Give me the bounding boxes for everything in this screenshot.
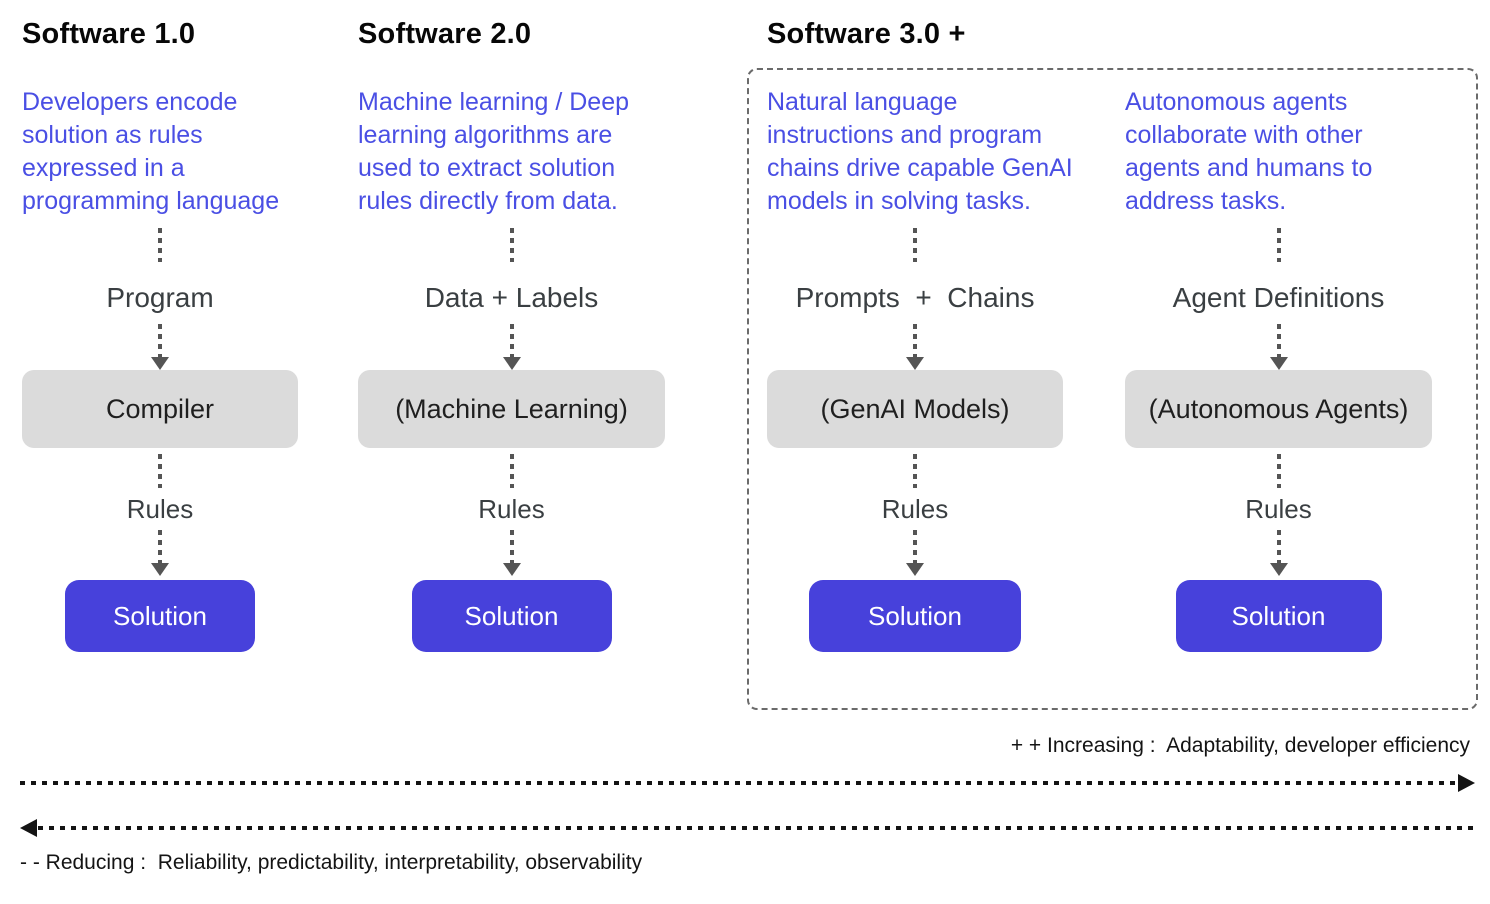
processor-box: Compiler — [22, 370, 298, 448]
reducing-axis-line — [38, 826, 1478, 830]
software-3-title: Software 3.0 + — [767, 18, 966, 50]
dotted-connector — [509, 454, 514, 488]
right-arrow-icon — [1458, 774, 1475, 792]
dotted-connector — [509, 228, 514, 262]
software-1-title: Software 1.0 — [22, 18, 196, 50]
software-3-agents-column: Autonomous agents collaborate with other… — [1125, 18, 1432, 652]
dotted-line — [1276, 530, 1281, 564]
dotted-connector — [1276, 454, 1281, 488]
dotted-connector — [1276, 228, 1281, 262]
rules-label: Rules — [1245, 493, 1312, 524]
software-3-genai-column: Software 3.0 + Natural language instruct… — [767, 18, 1073, 652]
down-arrow-icon — [502, 357, 521, 370]
reducing-axis-label: - - Reducing : Reliability, predictabili… — [20, 851, 643, 874]
dotted-line — [509, 530, 514, 564]
processor-box: (Autonomous Agents) — [1125, 370, 1432, 448]
dotted-connector — [913, 228, 917, 262]
down-arrow-connector — [1269, 324, 1288, 370]
processor-box: (Machine Learning) — [358, 370, 665, 448]
dotted-connector — [158, 454, 162, 488]
software-2-title: Software 2.0 — [358, 18, 532, 50]
rules-label: Rules — [881, 493, 949, 524]
down-arrow-connector — [906, 324, 924, 370]
solution-box: Solution — [1175, 580, 1382, 652]
down-arrow-connector — [1269, 530, 1288, 576]
dotted-connector — [913, 454, 917, 488]
down-arrow-icon — [1269, 357, 1288, 370]
input-label: Prompts + Chains — [795, 282, 1035, 313]
dotted-line — [913, 530, 917, 564]
down-arrow-icon — [1269, 563, 1288, 576]
dotted-line — [1276, 324, 1281, 358]
software-1-description: Developers encode solution as rules expr… — [22, 88, 280, 215]
increasing-axis-label: + + Increasing : Adaptability, developer… — [1010, 734, 1470, 757]
software-3-description: Natural language instructions and progra… — [767, 88, 1073, 215]
software-2-column: Software 2.0 Machine learning / Deep lea… — [358, 18, 665, 652]
down-arrow-connector — [151, 324, 169, 370]
down-arrow-icon — [502, 563, 521, 576]
down-arrow-icon — [906, 357, 924, 370]
down-arrow-icon — [151, 563, 169, 576]
down-arrow-connector — [502, 324, 521, 370]
input-label: Data + Labels — [424, 282, 599, 313]
dotted-connector — [158, 228, 162, 262]
down-arrow-icon — [906, 563, 924, 576]
software-3-container — [747, 68, 1478, 710]
solution-box: Solution — [809, 580, 1021, 652]
dotted-line — [158, 530, 162, 564]
processor-box: (GenAI Models) — [767, 370, 1063, 448]
increasing-axis-line — [20, 781, 1458, 785]
down-arrow-connector — [151, 530, 169, 576]
rules-label: Rules — [478, 493, 545, 524]
down-arrow-connector — [906, 530, 924, 576]
software-2-description: Machine learning / Deep learning algorit… — [358, 88, 629, 215]
left-arrow-icon — [20, 819, 37, 837]
input-label: Program — [106, 282, 214, 313]
solution-box: Solution — [65, 580, 255, 652]
down-arrow-icon — [151, 357, 169, 370]
down-arrow-connector — [502, 530, 521, 576]
rules-label: Rules — [126, 493, 194, 524]
agents-description: Autonomous agents collaborate with other… — [1125, 88, 1373, 215]
dotted-line — [913, 324, 917, 358]
input-label: Agent Definitions — [1172, 282, 1385, 313]
dotted-line — [158, 324, 162, 358]
dotted-line — [509, 324, 514, 358]
software-1-column: Software 1.0 Developers encode solution … — [22, 18, 298, 652]
solution-box: Solution — [411, 580, 612, 652]
